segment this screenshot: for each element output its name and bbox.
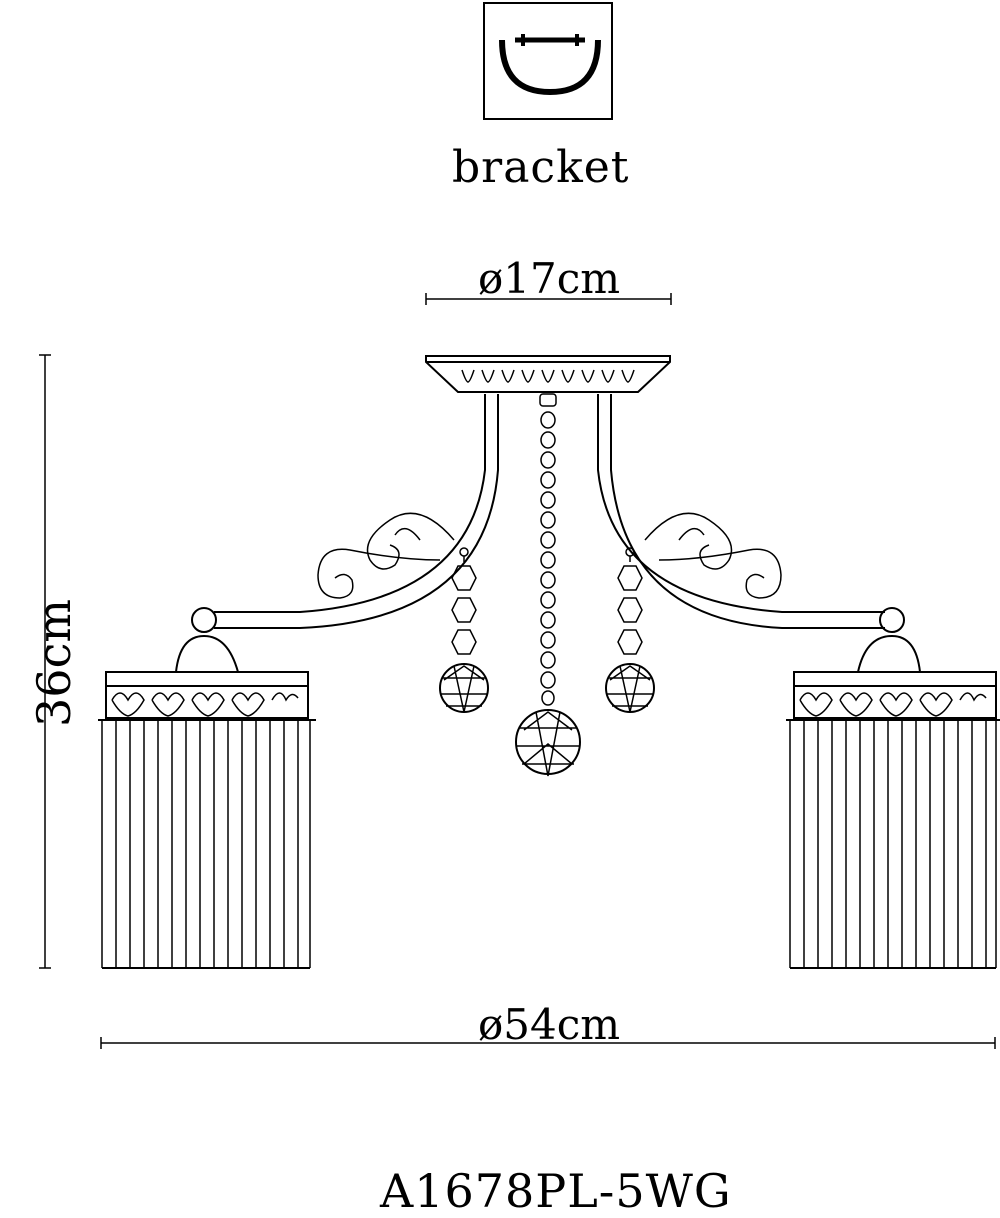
right-arm xyxy=(597,394,885,629)
center-crystal-chain xyxy=(515,393,581,777)
height-label: 36cm xyxy=(26,599,81,727)
right-lamp-shade xyxy=(786,607,1000,969)
overall-dimension-line xyxy=(100,1037,996,1049)
left-arm xyxy=(214,394,499,629)
right-crystal-strand xyxy=(605,547,655,713)
canopy-diameter-label: ø17cm xyxy=(478,254,621,303)
mount-type-label: bracket xyxy=(452,142,630,193)
ceiling-canopy xyxy=(425,355,671,393)
model-number: A1678PL-5WG xyxy=(380,1164,732,1218)
left-crystal-strand xyxy=(439,547,489,713)
bracket-mount-icon xyxy=(483,2,613,120)
left-lamp-shade xyxy=(98,607,316,969)
overall-diameter-label: ø54cm xyxy=(478,1000,621,1049)
height-dimension-line xyxy=(39,354,51,969)
canopy-dimension-line xyxy=(425,293,672,305)
